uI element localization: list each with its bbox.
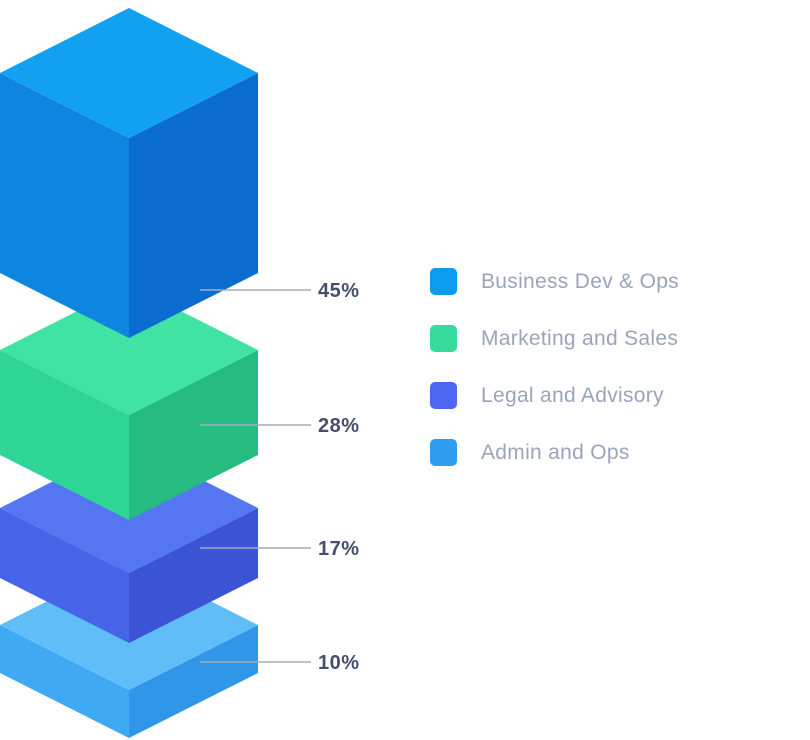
legend-swatch-marketing-and-sales — [430, 325, 457, 352]
legend-swatch-admin-and-ops — [430, 439, 457, 466]
value-callouts: 45% 28% 17% 10% — [200, 280, 360, 674]
segment-value-label: 28% — [318, 415, 360, 437]
legend-swatch-legal-and-advisory — [430, 382, 457, 409]
segment-right-face — [129, 625, 258, 738]
stack-chart-svg: 45% 28% 17% 10% — [0, 8, 360, 738]
segment-value-label: 10% — [318, 652, 360, 674]
legend-item-legal-and-advisory: Legal and Advisory — [430, 382, 679, 409]
segment-left-face — [0, 625, 129, 738]
segment-left-face — [0, 508, 129, 643]
legend-label: Legal and Advisory — [481, 383, 664, 407]
legend-swatch-business-dev-and-ops — [430, 268, 457, 295]
legend: Business Dev & Ops Marketing and Sales L… — [430, 268, 679, 466]
legend-label: Admin and Ops — [481, 440, 630, 464]
segment-left-face — [0, 73, 129, 338]
legend-item-marketing-and-sales: Marketing and Sales — [430, 325, 679, 352]
legend-label: Business Dev & Ops — [481, 269, 679, 293]
segment-top-face — [0, 285, 258, 415]
segment-business-dev-and-ops — [0, 8, 258, 338]
segment-right-face — [129, 508, 258, 643]
segment-left-face — [0, 350, 129, 520]
segment-value-label: 17% — [318, 538, 360, 560]
legend-label: Marketing and Sales — [481, 326, 679, 350]
segment-right-face — [129, 73, 258, 338]
legend-item-admin-and-ops: Admin and Ops — [430, 439, 679, 466]
segment-top-face — [0, 8, 258, 138]
legend-item-business-dev-and-ops: Business Dev & Ops — [430, 268, 679, 295]
segment-right-face — [129, 350, 258, 520]
segment-marketing-and-sales — [0, 285, 258, 520]
segment-value-label: 45% — [318, 280, 360, 302]
